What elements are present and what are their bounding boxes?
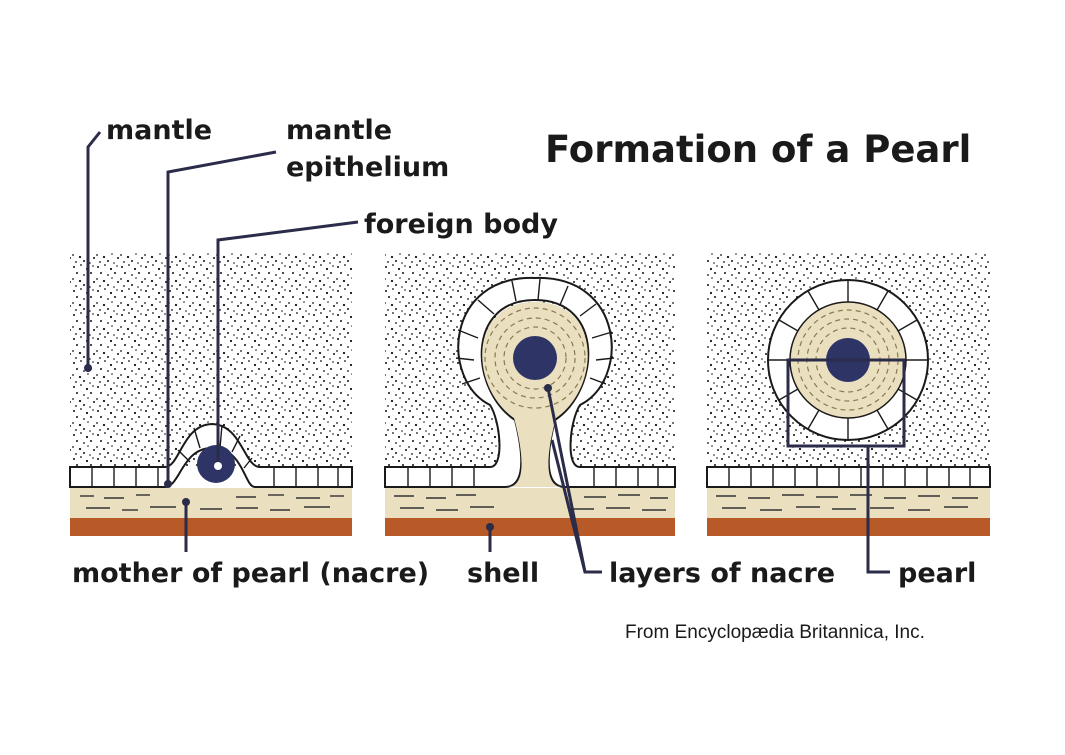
epithelium-cell-dividers (407, 278, 659, 487)
nacre-layer (385, 488, 675, 518)
diagram-title: Formation of a Pearl (545, 128, 971, 171)
label-mantle: mantle (106, 115, 212, 146)
label-mantle-epithelium-line-2: epithelium (286, 152, 449, 183)
foreign-body-leader (216, 220, 359, 464)
shell-layer (70, 518, 352, 536)
stage-3-panel (706, 252, 991, 536)
stage-2-panel (384, 252, 676, 536)
label-shell: shell (467, 558, 539, 589)
pearl-indicator-box (786, 358, 906, 448)
label-foreign-body: foreign body (364, 209, 558, 240)
label-pearl: pearl (898, 558, 976, 589)
nacre-dashes (394, 494, 668, 511)
layers-of-nacre-leader-2 (550, 439, 587, 573)
label-layers-of-nacre: layers of nacre (609, 558, 835, 589)
credit-line: From Encyclopædia Britannica, Inc. (625, 622, 925, 643)
mantle-epithelium-leader (166, 150, 277, 482)
layers-of-nacre-fill (482, 302, 588, 487)
stage-1-panel (69, 252, 353, 536)
nacre-dashes (716, 494, 978, 511)
epithelium-cell-dividers (728, 467, 971, 487)
nacre-layer (707, 488, 990, 518)
foreign-body (513, 336, 557, 380)
label-mantle-epithelium-line-1: mantle (286, 115, 392, 146)
leader-lines (84, 131, 890, 574)
label-mother-of-pearl: mother of pearl (nacre) (72, 558, 429, 589)
mantle-leader (86, 131, 102, 366)
mantle-epithelium-layer (706, 466, 991, 488)
shell-layer (385, 518, 675, 536)
epithelium-cell-dividers (91, 424, 339, 487)
mantle-epithelium-sac (384, 276, 676, 488)
nacre-layer (70, 488, 352, 518)
nacre-lamellae (484, 307, 586, 409)
pearl-leader (866, 446, 890, 574)
shell-layer (707, 518, 990, 536)
mantle-epithelium-layer (69, 422, 353, 488)
nacre-dashes (80, 494, 344, 511)
pearl-sac-cell-dividers (768, 280, 928, 440)
